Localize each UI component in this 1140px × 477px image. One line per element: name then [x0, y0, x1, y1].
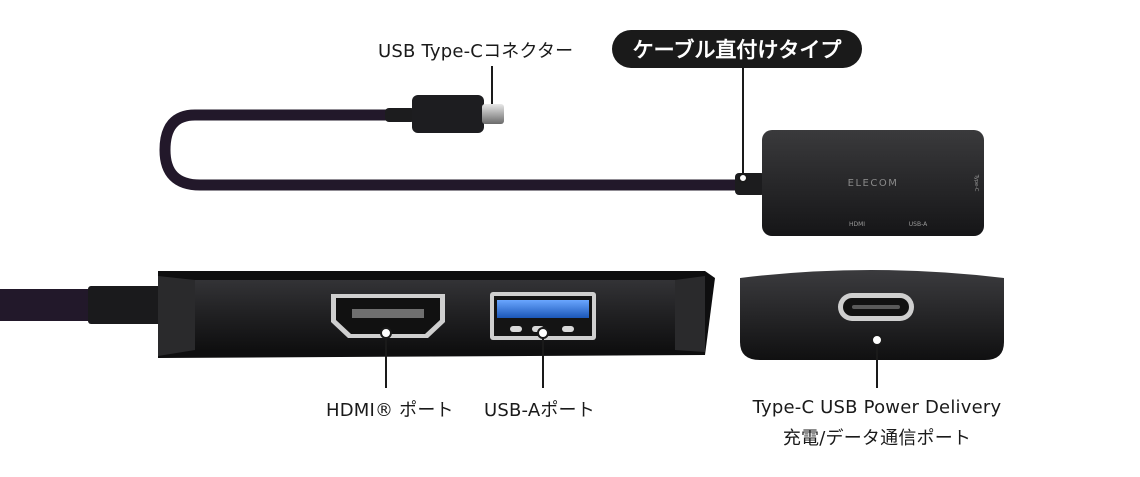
connector-label: USB Type-Cコネクター: [378, 41, 574, 62]
typec-port-label-line1: Type-C USB Power Delivery: [752, 397, 1002, 418]
hdmi-port-label: HDMI® ポート: [326, 400, 454, 421]
hdmi-port: [331, 294, 445, 338]
brand-marking: ELECOM: [848, 178, 899, 189]
cable: [159, 109, 751, 191]
typec-port-label-line2: 充電/データ通信ポート: [782, 428, 972, 449]
hub-side-view: [0, 271, 715, 358]
usba-marking: USB-A: [909, 221, 928, 228]
usba-port-label: USB-Aポート: [484, 400, 595, 421]
cable-type-badge: ケーブル直付けタイプ: [612, 30, 862, 68]
usb-c-plug: [385, 95, 504, 133]
hub-top-view: ELECOM HDMI USB-A Type-C: [735, 130, 984, 236]
hub-end-view: [740, 270, 1004, 360]
usba-port: [490, 292, 596, 340]
typec-marking: Type-C: [973, 174, 979, 192]
hdmi-marking: HDMI: [849, 221, 865, 228]
